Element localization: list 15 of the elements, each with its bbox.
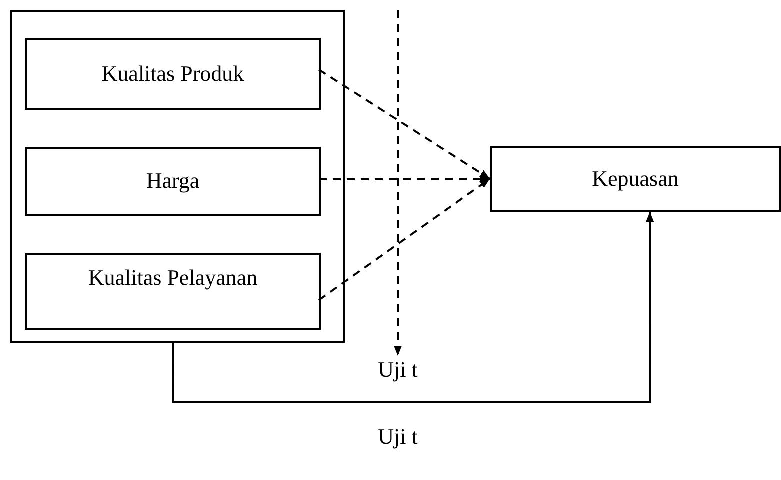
test-label: Uji t: [378, 356, 418, 384]
variable-name: Harga: [146, 168, 200, 195]
variable-box: [25, 38, 321, 110]
group-box: [10, 10, 345, 343]
variable-box: [490, 146, 781, 212]
variable-name: Kualitas Produk: [102, 60, 244, 88]
arrow: [318, 178, 491, 302]
arrow: [318, 69, 491, 180]
variable-box: [25, 147, 321, 216]
variable-box: [25, 253, 321, 330]
variable-name: Kepuasan: [592, 166, 679, 192]
variable-name: Kualitas Pelayanan: [88, 265, 258, 292]
arrow: [172, 212, 654, 403]
arrow: [394, 10, 402, 356]
arrow: [319, 175, 490, 184]
